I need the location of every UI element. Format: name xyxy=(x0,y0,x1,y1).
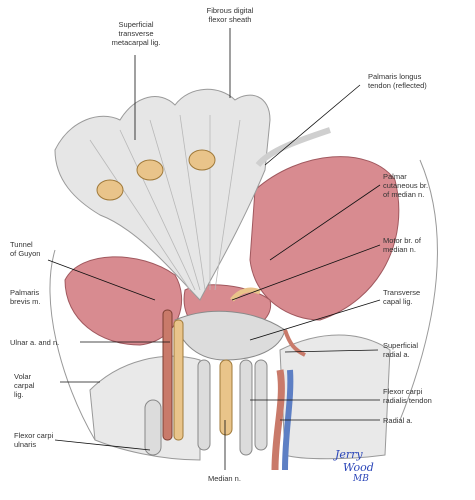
leader-lines xyxy=(47,28,381,470)
palmaris-longus xyxy=(255,127,331,168)
label-fibrous-digital-flexor-sheath: Fibrous digital flexor sheath xyxy=(206,6,254,24)
label-palmaris-longus-tendon: Palmaris longus tendon (reflected) xyxy=(368,72,427,90)
tendon-1 xyxy=(197,359,211,451)
label-superficial-radial-a: Superficial radial a. xyxy=(383,341,419,359)
flexor-sheath-lines xyxy=(89,114,241,291)
artist-signature: Jerry Wood MB xyxy=(335,448,374,484)
tendon-2 xyxy=(239,359,253,456)
label-ulnar-a-and-n: Ulnar a. and n. xyxy=(10,338,60,347)
label-radial-a: Radial a. xyxy=(383,416,413,425)
label-median-n: Median n. xyxy=(208,474,241,483)
label-flexor-carpi-ulnaris: Flexor carpi ulnaris xyxy=(14,431,54,449)
superficial-radial-artery xyxy=(283,329,306,357)
hypothenar-muscle xyxy=(64,256,183,346)
label-motor-br: Motor br. of median n. xyxy=(383,236,421,254)
radial-artery xyxy=(271,369,285,471)
motor-branch xyxy=(230,287,261,302)
tendon-3 xyxy=(254,359,268,451)
label-transverse-carpal-lig: Transverse capal lig. xyxy=(383,288,421,306)
thenar-muscle xyxy=(249,156,400,321)
label-tunnel-of-guyon: Tunnel of Guyon xyxy=(10,240,41,258)
forearm-outline xyxy=(49,159,438,441)
label-volar-carpal-lig: Volar carpal lig. xyxy=(14,372,35,399)
label-flexor-carpi-radialis-tendon: Flexor carpi radialis tendon xyxy=(383,387,432,405)
label-palmar-cutaneous-br: Palmar cutaneous br. of median n. xyxy=(383,172,429,199)
radial-vein xyxy=(282,369,294,471)
label-superficial-transverse-metacarpal-lig: Superficial transverse metacarpal lig. xyxy=(111,20,161,47)
tendon-opening-3 xyxy=(188,149,216,171)
label-palmaris-brevis: Palmaris brevis m. xyxy=(10,288,41,306)
radial-wrap xyxy=(279,334,391,460)
ulnar-artery xyxy=(162,309,173,441)
median-nerve xyxy=(219,359,233,436)
tendon-opening-2 xyxy=(136,159,164,181)
transverse-carpal-ligament xyxy=(174,310,286,361)
palmar-aponeurosis xyxy=(54,88,271,301)
ulnar-nerve xyxy=(173,319,184,441)
tendon-opening-1 xyxy=(96,179,124,201)
flexor-carpi-ulnaris-tendon xyxy=(144,399,162,456)
